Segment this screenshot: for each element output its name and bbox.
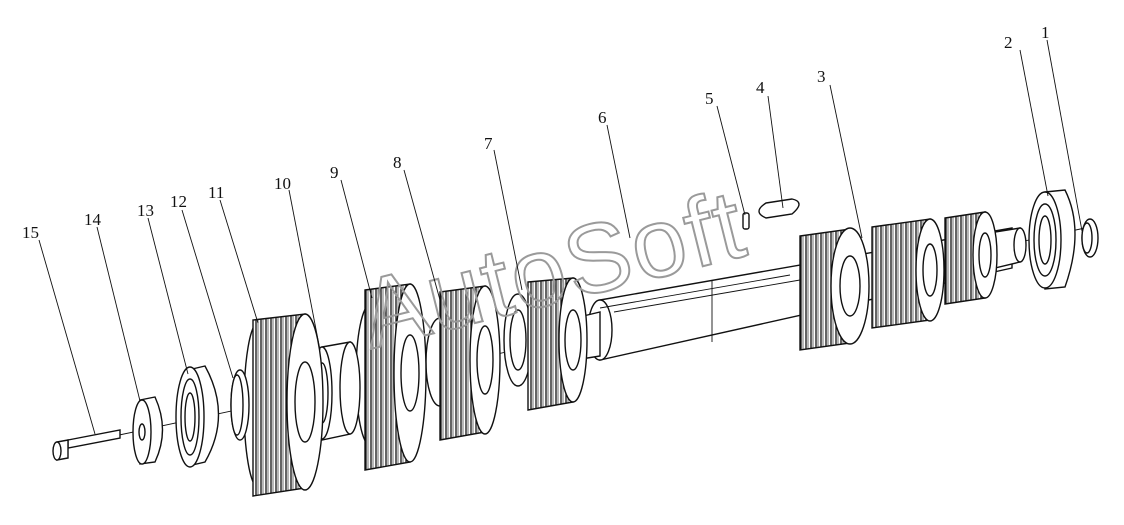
gear-3 bbox=[799, 227, 870, 351]
callout-2: 2 bbox=[1004, 33, 1013, 52]
bearing-2 bbox=[1028, 189, 1076, 290]
leader-lines bbox=[38, 39, 1083, 435]
callout-15: 15 bbox=[22, 223, 39, 242]
gear-9 bbox=[355, 283, 427, 471]
callout-4: 4 bbox=[756, 78, 765, 97]
callout-9: 9 bbox=[330, 163, 339, 182]
callout-8: 8 bbox=[393, 153, 402, 172]
callout-11: 11 bbox=[208, 183, 224, 202]
callout-5: 5 bbox=[705, 89, 714, 108]
callout-13: 13 bbox=[137, 201, 154, 220]
callout-10: 10 bbox=[274, 174, 291, 193]
callout-7: 7 bbox=[484, 134, 493, 153]
callout-6: 6 bbox=[598, 108, 607, 127]
snap-ring-12 bbox=[230, 369, 250, 441]
gear-8 bbox=[425, 285, 501, 441]
key-4 bbox=[758, 198, 800, 219]
bearing-13 bbox=[175, 365, 220, 468]
callout-3: 3 bbox=[817, 67, 826, 86]
snap-ring-1 bbox=[1081, 218, 1099, 258]
pin-5 bbox=[742, 212, 750, 230]
gear-11 bbox=[243, 313, 324, 497]
gear-7 bbox=[503, 277, 588, 411]
callout-14: 14 bbox=[84, 210, 102, 229]
washer-14 bbox=[132, 396, 164, 465]
callout-1: 1 bbox=[1041, 23, 1050, 42]
callout-12: 12 bbox=[170, 192, 187, 211]
gear-shaft-right-1 bbox=[944, 211, 998, 305]
callouts: 1 2 3 4 5 6 7 8 9 10 11 12 13 14 15 bbox=[22, 23, 1050, 242]
gear-shaft-right-2 bbox=[871, 218, 945, 329]
bolt-15 bbox=[52, 429, 121, 461]
